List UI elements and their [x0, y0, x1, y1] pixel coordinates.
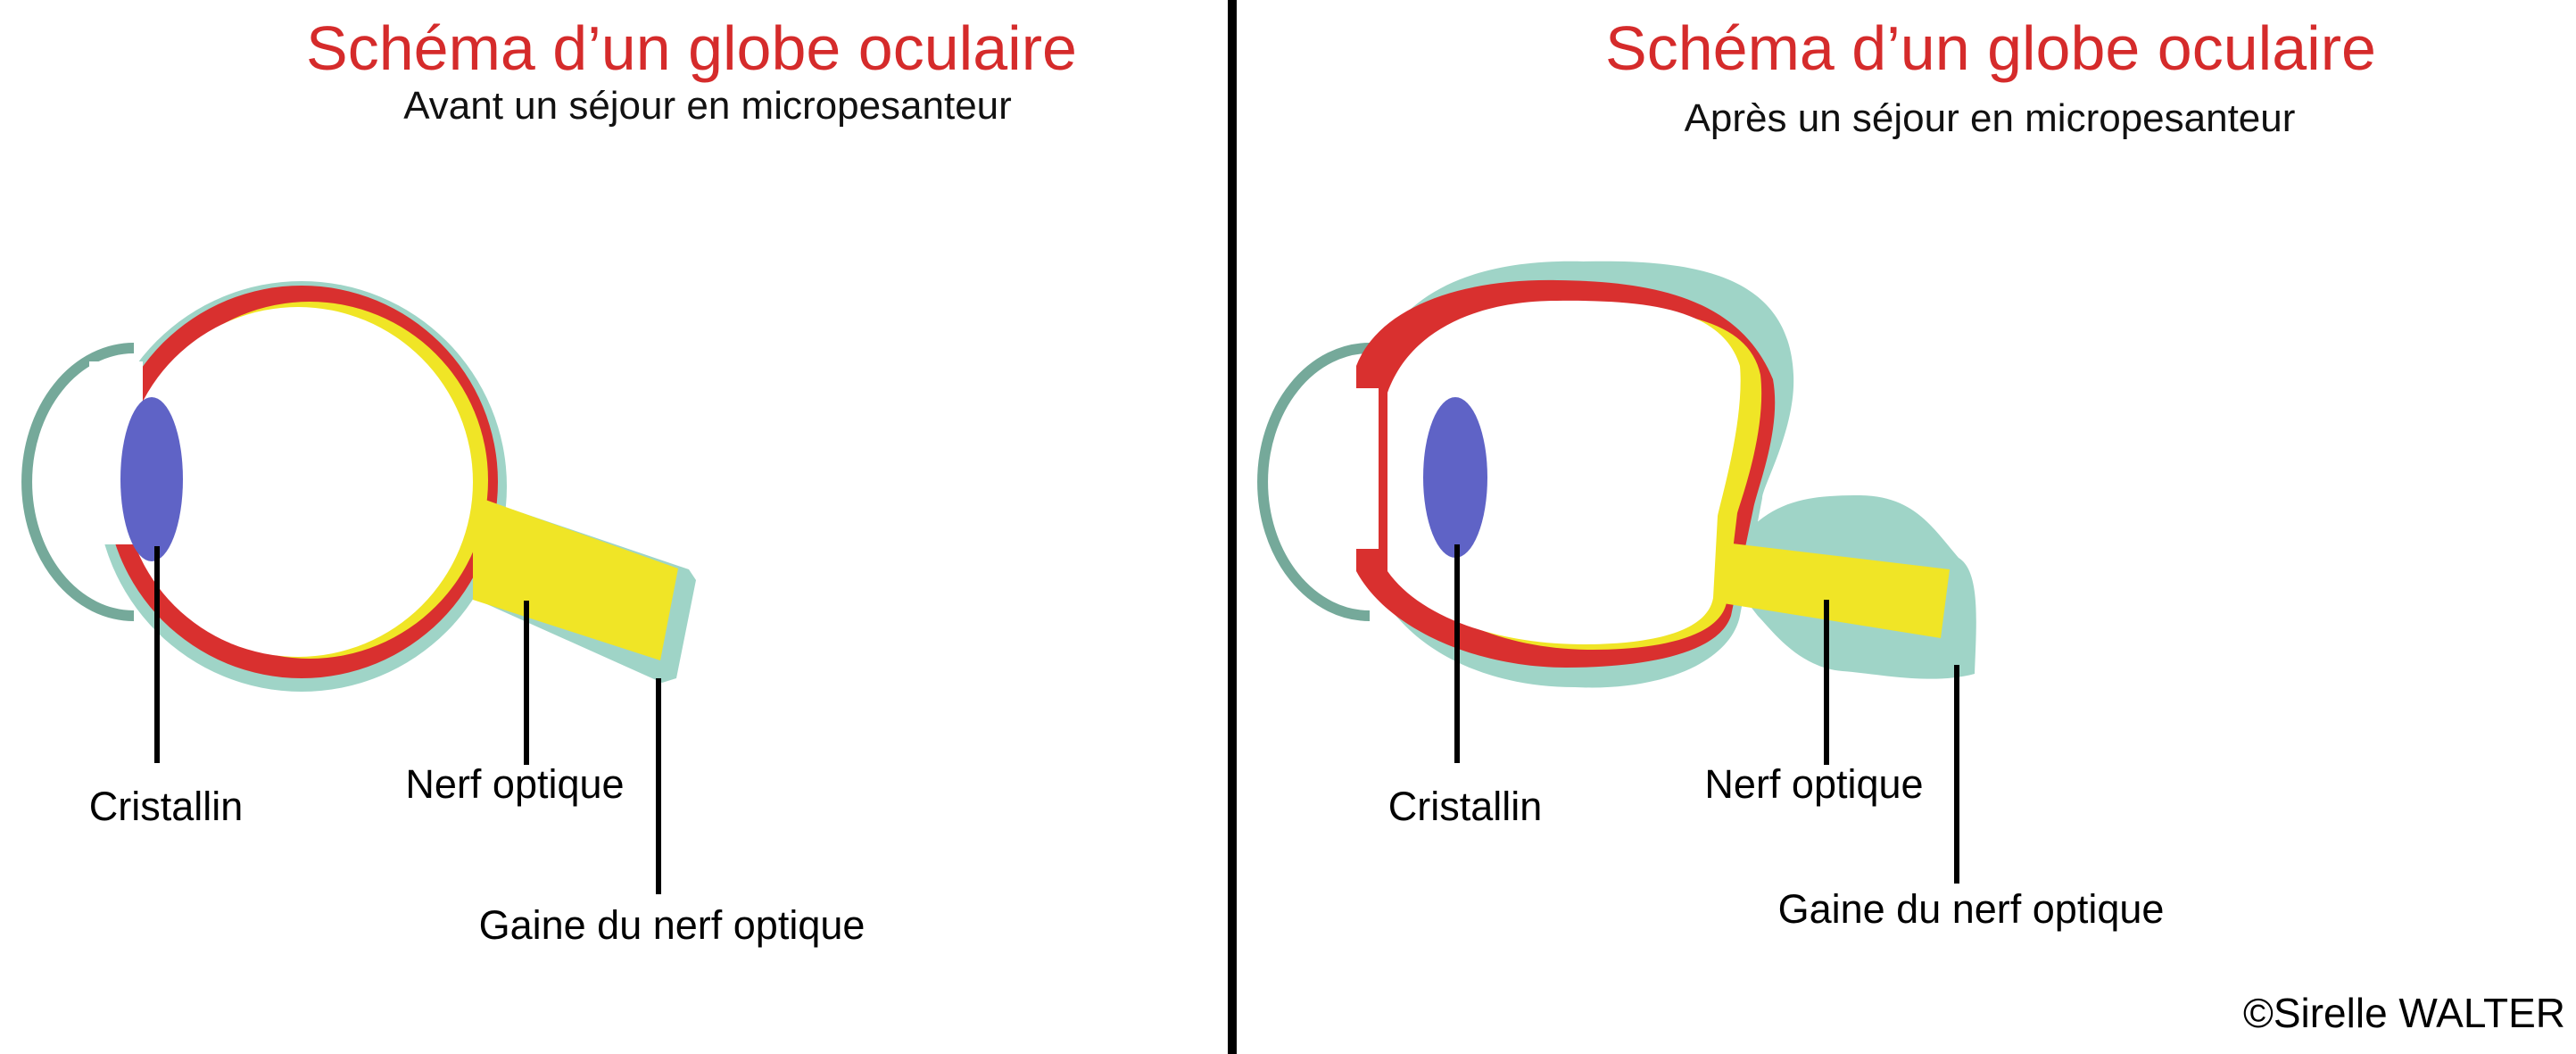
panel-divider	[1228, 0, 1237, 1054]
label-lens-before: Cristallin	[88, 784, 244, 829]
subtitle-after: Après un séjour en micropesanteur	[1684, 96, 2296, 140]
cornea-before	[21, 343, 135, 621]
subtitle-before: Avant un séjour en micropesanteur	[403, 84, 1012, 128]
title-after: Schéma d’un globe oculaire	[1605, 13, 2376, 83]
label-nerve-sheath-before: Gaine du nerf optique	[478, 902, 866, 948]
copyright-credit: ©Sirelle WALTER	[2242, 990, 2565, 1036]
optic-nerve-before	[473, 495, 678, 660]
pupil-opening-after	[1325, 388, 1379, 549]
label-optic-nerve-before: Nerf optique	[405, 761, 625, 807]
optic-nerve-after	[1718, 543, 1950, 638]
panel-before: Schéma d’un globe oculaire Avant un séjo…	[0, 0, 1231, 1054]
lens-after	[1423, 397, 1487, 558]
vitreous-after	[1387, 300, 1741, 644]
label-optic-nerve-after: Nerf optique	[1704, 761, 1924, 807]
lens-before	[120, 397, 183, 561]
cornea-after	[1257, 343, 1371, 621]
label-nerve-sheath-after: Gaine du nerf optique	[1777, 886, 2165, 932]
title-before: Schéma d’un globe oculaire	[306, 13, 1077, 83]
eye-diagram-before	[21, 281, 696, 894]
panel-after: Schéma d’un globe oculaire Après un séjo…	[1236, 0, 2467, 1054]
eye-diagram-after	[1257, 261, 1976, 884]
vitreous-before	[123, 307, 473, 657]
label-lens-after: Cristallin	[1387, 784, 1543, 829]
